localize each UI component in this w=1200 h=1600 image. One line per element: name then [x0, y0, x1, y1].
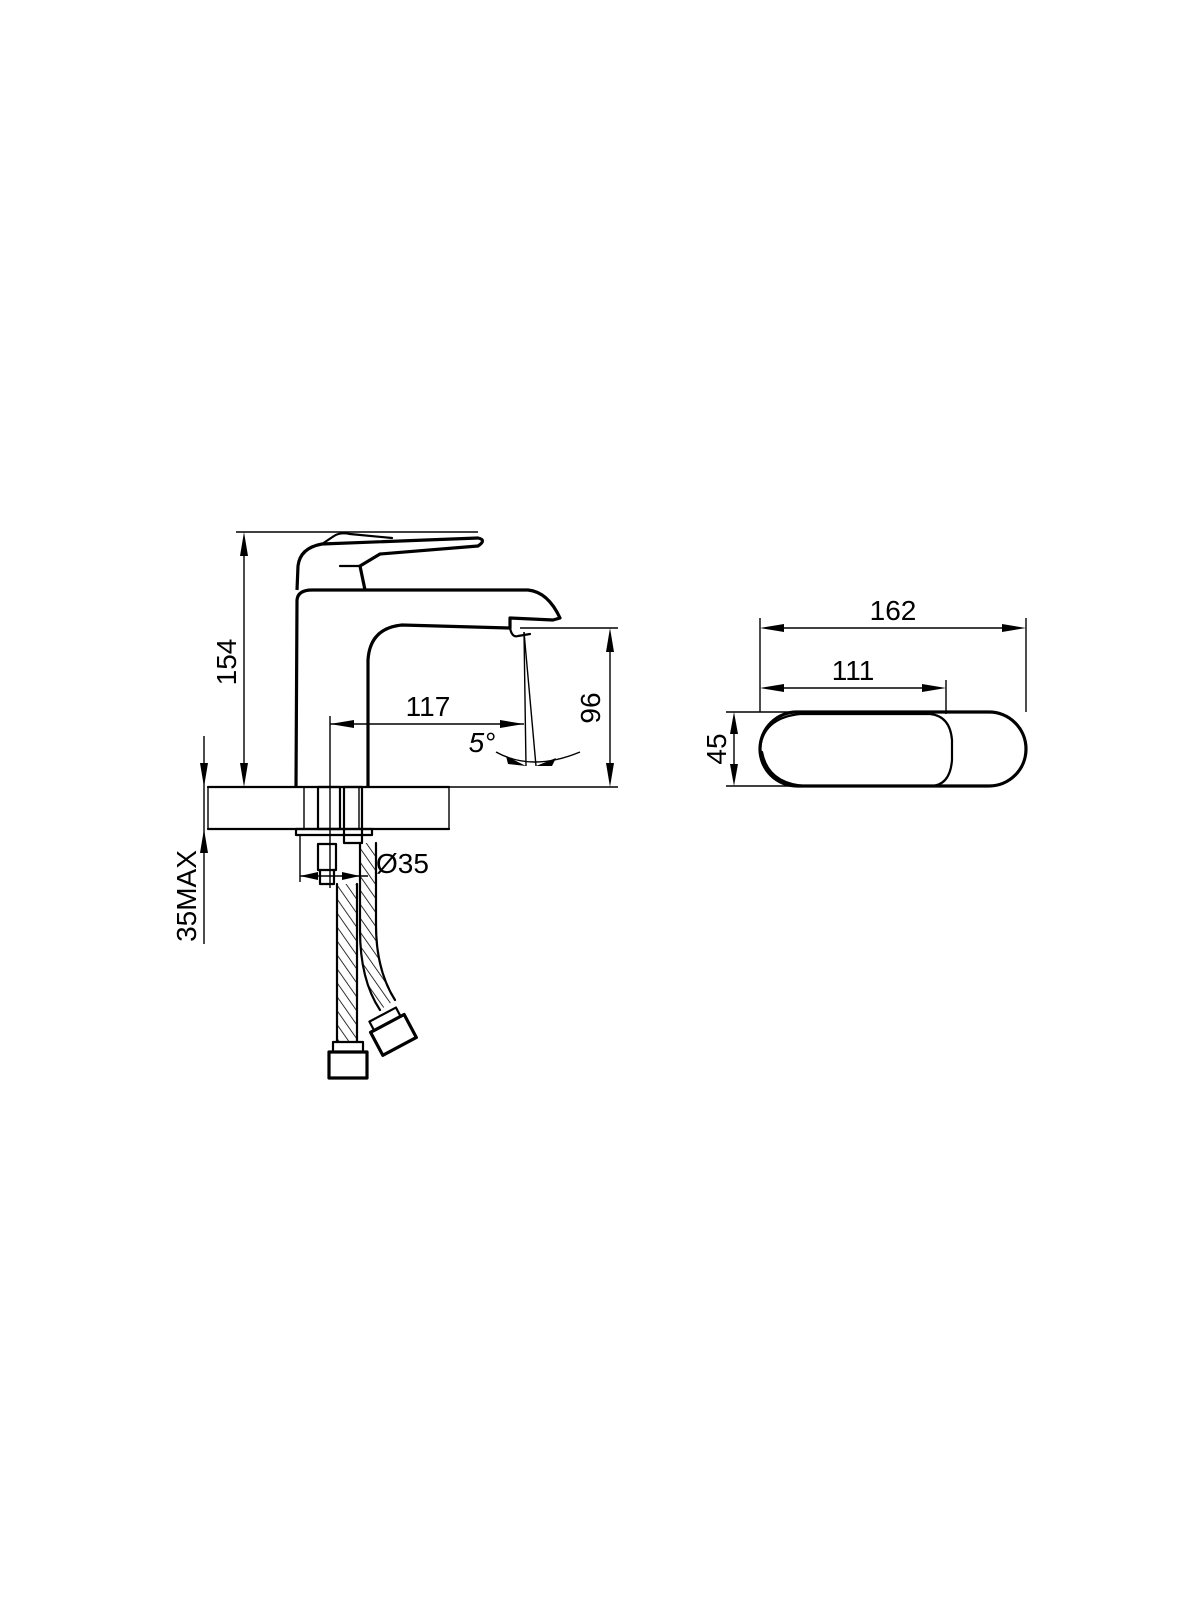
water-stream — [523, 631, 537, 767]
dim-label-spout-angle: 5° — [469, 727, 496, 758]
dim-label-handle-length: 111 — [832, 655, 875, 686]
dim-label-max-deck-thickness: 35MAX — [171, 850, 202, 942]
faucet-top-outline — [758, 710, 1028, 788]
countertop-section — [206, 785, 451, 831]
dim-label-hole-diameter: Ø35 — [376, 848, 429, 879]
dim-max-deck-thickness: 35MAX — [171, 736, 208, 944]
faucet-body — [294, 588, 562, 788]
flexible-hoses — [327, 841, 418, 1080]
dim-label-spout-height: 96 — [575, 692, 606, 723]
dim-overall-length: 162 — [759, 595, 1027, 712]
dim-handle-length: 111 — [760, 655, 947, 714]
dim-spout-reach: 117 — [329, 691, 524, 888]
side-view: 154 117 96 5° — [171, 531, 618, 1080]
lever-handle — [295, 532, 485, 591]
dim-spout-angle: 5° — [469, 727, 581, 766]
dim-overall-height: 154 — [211, 531, 478, 788]
dim-label-spout-reach: 117 — [406, 691, 451, 722]
dim-label-overall-height: 154 — [211, 639, 242, 686]
dim-spout-height: 96 — [449, 627, 618, 788]
dim-width: 45 — [701, 711, 800, 787]
dim-label-width: 45 — [701, 733, 732, 764]
dim-label-overall-length: 162 — [870, 595, 917, 626]
top-view: 162 111 45 — [701, 595, 1028, 788]
mounting-shank — [294, 785, 374, 886]
dim-hole-diameter: Ø35 — [299, 836, 429, 882]
